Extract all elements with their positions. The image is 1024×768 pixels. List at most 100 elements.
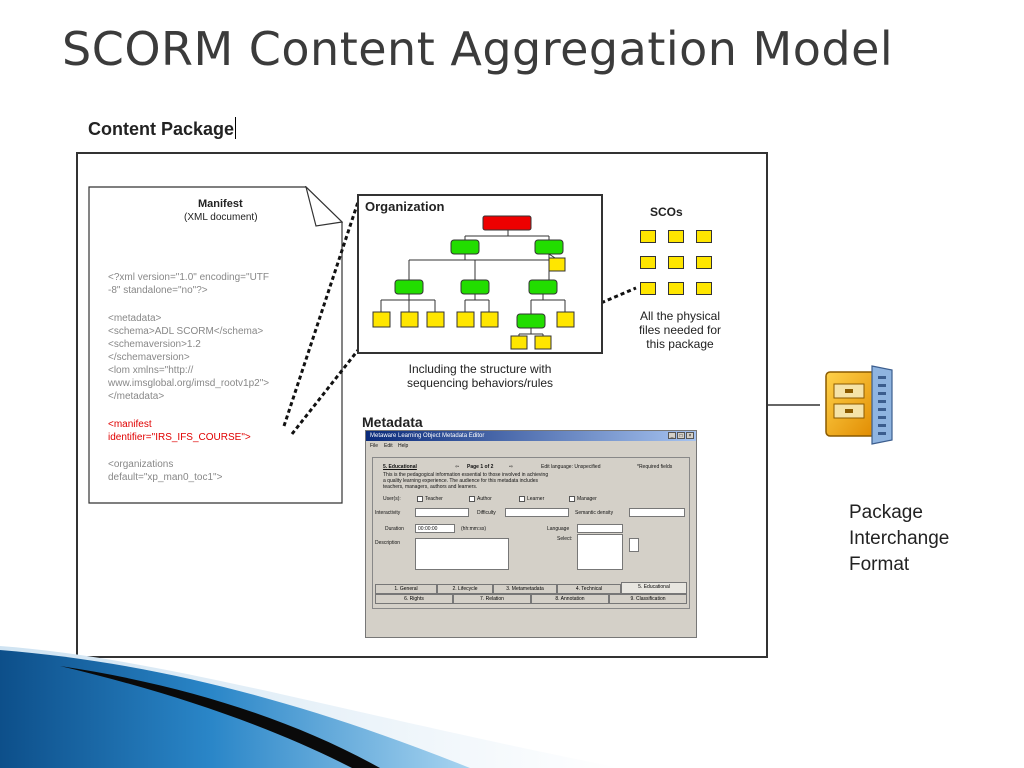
tree-leaf bbox=[372, 311, 391, 328]
tab-general[interactable]: 1. General bbox=[375, 584, 437, 594]
tree-leaf bbox=[480, 311, 499, 328]
package-line: Format bbox=[849, 554, 910, 575]
duration-input[interactable]: 00:00:00 bbox=[415, 524, 455, 533]
xml-line: <?xml version="1.0" encoding="UTF bbox=[108, 272, 270, 283]
sco-grid bbox=[640, 230, 720, 300]
package-line: Interchange bbox=[849, 528, 950, 549]
tree-node bbox=[460, 279, 490, 295]
language-label: Language bbox=[547, 526, 570, 532]
sco-file bbox=[668, 282, 684, 295]
sco-file bbox=[696, 256, 712, 269]
organization-caption: Including the structure with sequencing … bbox=[380, 362, 580, 390]
next-page-icon[interactable]: ⇨ bbox=[509, 464, 514, 470]
menu-help[interactable]: Help bbox=[398, 443, 409, 449]
required-note: *Required fields bbox=[637, 464, 673, 470]
scos-caption: All the physical files needed for this p… bbox=[610, 309, 750, 351]
metadata-editor-window: Metaware Learning Object Metadata Editor… bbox=[365, 430, 697, 638]
section-title: 5. Educational bbox=[383, 464, 417, 470]
menu-file[interactable]: File bbox=[370, 443, 379, 449]
sco-file bbox=[640, 256, 656, 269]
tab-relation[interactable]: 7. Relation bbox=[453, 594, 531, 604]
manifest-metadata-block: <metadata> <schema>ADL SCORM</schema> <s… bbox=[108, 312, 269, 403]
organization-title: Organization bbox=[365, 199, 445, 214]
tab-lifecycle[interactable]: 2. Lifecycle bbox=[437, 584, 493, 594]
tree-root-node bbox=[482, 215, 532, 231]
tree-leaf bbox=[456, 311, 475, 328]
add-button[interactable] bbox=[629, 538, 639, 552]
tree-node bbox=[528, 279, 558, 295]
tab-technical[interactable]: 4. Technical bbox=[557, 584, 621, 594]
tab-annotation[interactable]: 8. Annotation bbox=[531, 594, 609, 604]
tree-leaf bbox=[548, 257, 566, 272]
xml-line: -8" standalone="no"?> bbox=[108, 285, 208, 296]
difficulty-select[interactable] bbox=[505, 508, 569, 517]
description-line: a quality learning experience. The audie… bbox=[383, 478, 539, 484]
teacher-checkbox[interactable] bbox=[417, 496, 423, 502]
manifest-organizations-block: <organizations default="xp_man0_toc1"> bbox=[108, 458, 222, 484]
scos-title: SCOs bbox=[650, 205, 683, 219]
tab-metametadata[interactable]: 3. Metametadata bbox=[493, 584, 557, 594]
xml-line: default="xp_man0_toc1"> bbox=[108, 472, 223, 483]
decorative-swoosh bbox=[0, 646, 620, 768]
xml-line: <metadata> bbox=[108, 313, 162, 324]
minimize-button[interactable]: _ bbox=[668, 432, 676, 439]
xml-line: <organizations bbox=[108, 459, 174, 470]
description-textarea[interactable] bbox=[415, 538, 509, 570]
xml-line: www.imsglobal.org/imsd_rootv1p2"> bbox=[108, 378, 270, 389]
selected-label: Select: bbox=[557, 536, 573, 542]
teacher-label: Teacher bbox=[425, 496, 443, 502]
tab-rights[interactable]: 6. Rights bbox=[375, 594, 453, 604]
selected-list[interactable] bbox=[577, 534, 623, 570]
tree-leaf bbox=[400, 311, 419, 328]
prev-page-icon[interactable]: ⇦ bbox=[455, 464, 460, 470]
manifest-page-outline bbox=[88, 186, 343, 504]
description-label: Description bbox=[375, 540, 401, 546]
sco-file bbox=[696, 282, 712, 295]
sco-file bbox=[696, 230, 712, 243]
duration-label: Duration bbox=[385, 526, 404, 532]
close-button[interactable]: × bbox=[686, 432, 694, 439]
interactivity-select[interactable] bbox=[415, 508, 469, 517]
xml-line: <manifest bbox=[108, 419, 152, 430]
edit-language-label: Edit language: Unspecified bbox=[541, 464, 601, 470]
maximize-button[interactable]: □ bbox=[677, 432, 685, 439]
xml-line: identifier="IRS_IFS_COURSE"> bbox=[108, 432, 251, 443]
caption-line: sequencing behaviors/rules bbox=[406, 376, 554, 390]
organization-box: Organization bbox=[357, 194, 603, 354]
xml-line: <schema>ADL SCORM</schema> bbox=[108, 326, 264, 337]
semantic-density-select[interactable] bbox=[629, 508, 685, 517]
xml-line: </metadata> bbox=[108, 391, 165, 402]
semantic-density-label: Semantic density bbox=[575, 510, 614, 516]
connector-manifest-to-organization bbox=[282, 201, 360, 427]
tab-classification[interactable]: 9. Classification bbox=[609, 594, 687, 604]
description-line: teachers, managers, authors and learners… bbox=[383, 484, 478, 490]
manifest-identifier-block: <manifest identifier="IRS_IFS_COURSE"> bbox=[108, 418, 251, 444]
tree-node bbox=[534, 239, 564, 255]
author-checkbox[interactable] bbox=[469, 496, 475, 502]
sco-file bbox=[640, 282, 656, 295]
xml-line: <schemaversion>1.2 bbox=[108, 339, 201, 350]
learner-label: Learner bbox=[527, 496, 545, 502]
editor-panel: 5. Educational ⇦ Page 1 of 2 ⇨ Edit lang… bbox=[372, 457, 690, 609]
caption-line: this package bbox=[646, 337, 714, 351]
description-line: This is the pedagogical information esse… bbox=[383, 472, 549, 478]
content-package-label: Content Package bbox=[88, 117, 237, 140]
manager-label: Manager bbox=[577, 496, 597, 502]
sco-file bbox=[668, 230, 684, 243]
learner-checkbox[interactable] bbox=[519, 496, 525, 502]
zip-archive-icon bbox=[825, 365, 893, 445]
language-select[interactable] bbox=[577, 524, 623, 533]
manifest-document: Manifest (XML document) <?xml version="1… bbox=[88, 186, 343, 504]
menu-edit[interactable]: Edit bbox=[384, 443, 393, 449]
metadata-title: Metadata bbox=[362, 414, 423, 430]
duration-hint: (hh:mm:ss) bbox=[461, 526, 486, 532]
xml-line: </schemaversion> bbox=[108, 352, 190, 363]
manifest-subtitle: (XML document) bbox=[184, 212, 258, 223]
tab-educational[interactable]: 5. Educational bbox=[621, 582, 687, 594]
xml-line: <lom xmlns="http:// bbox=[108, 365, 194, 376]
package-line: Package bbox=[849, 502, 923, 523]
difficulty-label: Difficulty bbox=[477, 510, 496, 516]
caption-line: files needed for bbox=[638, 323, 722, 337]
users-label: User(s): bbox=[383, 496, 401, 502]
manager-checkbox[interactable] bbox=[569, 496, 575, 502]
